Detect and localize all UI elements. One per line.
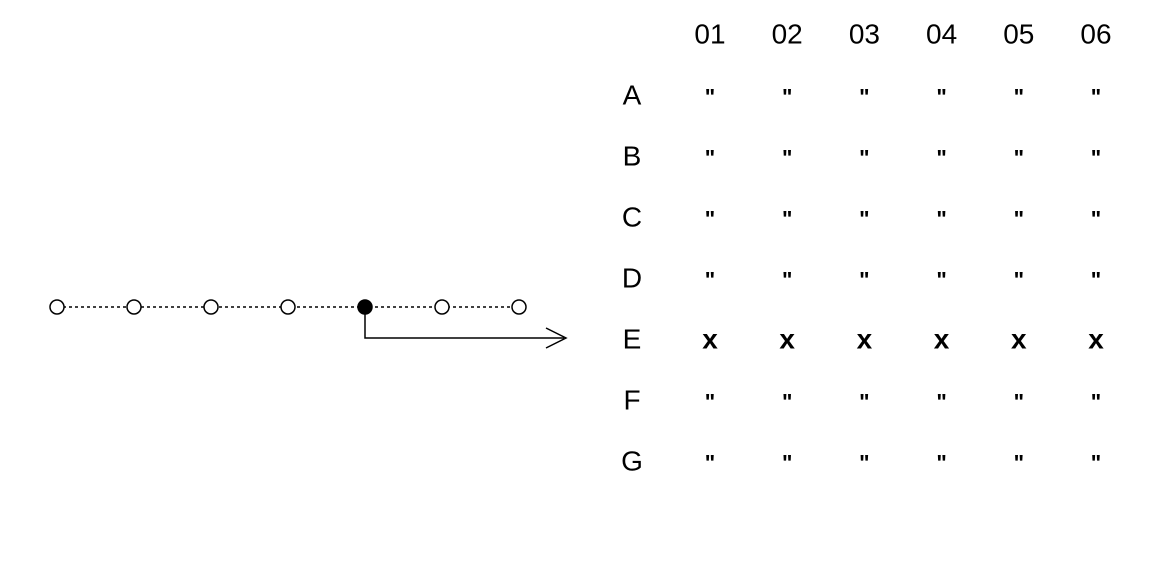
row-label: B: [623, 141, 642, 172]
cell-ditto: ": [936, 85, 946, 110]
cell-ditto: ": [782, 85, 792, 110]
cell-ditto: ": [1091, 390, 1101, 415]
cell-ditto: ": [782, 207, 792, 232]
row-label: E: [623, 324, 642, 355]
cell-mark: x: [934, 324, 950, 355]
cell-ditto: ": [859, 207, 869, 232]
cell-ditto: ": [705, 207, 715, 232]
cell-ditto: ": [859, 390, 869, 415]
timeline-node[interactable]: [434, 299, 450, 315]
selection-arrow-line: [364, 307, 564, 339]
cell-ditto: ": [1091, 85, 1101, 110]
cell-ditto: ": [859, 268, 869, 293]
timeline: [49, 299, 568, 349]
column-header: 04: [926, 19, 957, 50]
cell-ditto: ": [1014, 268, 1024, 293]
row-label: D: [622, 263, 642, 294]
cell-ditto: ": [936, 268, 946, 293]
timeline-node[interactable]: [203, 299, 219, 315]
row-label: A: [623, 80, 642, 111]
cell-ditto: ": [705, 451, 715, 476]
cell-ditto: ": [859, 451, 869, 476]
cell-ditto: ": [705, 390, 715, 415]
cell-ditto: ": [859, 85, 869, 110]
timeline-node-selected[interactable]: [357, 299, 373, 315]
cell-ditto: ": [1014, 390, 1024, 415]
cell-ditto: ": [782, 268, 792, 293]
cell-ditto: ": [936, 146, 946, 171]
cell-ditto: ": [1014, 451, 1024, 476]
cell-ditto: ": [1014, 146, 1024, 171]
arrow-head: [545, 327, 568, 349]
cell-ditto: ": [782, 146, 792, 171]
cell-ditto: ": [1091, 451, 1101, 476]
timeline-node[interactable]: [280, 299, 296, 315]
timeline-node[interactable]: [511, 299, 527, 315]
cell-mark: x: [1011, 324, 1027, 355]
grid-table: 01 02 03 04 05 06A " " " " " " B " " " " " " C " " " " " " D " " " " " "…: [621, 19, 1111, 477]
row-label: C: [622, 202, 642, 233]
cell-ditto: ": [1014, 85, 1024, 110]
timeline-node[interactable]: [126, 299, 142, 315]
cell-mark: x: [779, 324, 795, 355]
column-header: 01: [694, 19, 725, 50]
cell-ditto: ": [705, 268, 715, 293]
cell-ditto: ": [782, 451, 792, 476]
timeline-node[interactable]: [49, 299, 65, 315]
cell-mark: x: [1088, 324, 1104, 355]
cell-ditto: ": [936, 207, 946, 232]
cell-ditto: ": [936, 390, 946, 415]
column-header: 02: [772, 19, 803, 50]
cell-ditto: ": [1014, 207, 1024, 232]
row-label: G: [621, 446, 643, 477]
cell-ditto: ": [936, 451, 946, 476]
cell-ditto: ": [705, 146, 715, 171]
column-header: 05: [1003, 19, 1034, 50]
cell-ditto: ": [859, 146, 869, 171]
cell-ditto: ": [1091, 146, 1101, 171]
cell-ditto: ": [1091, 207, 1101, 232]
cell-mark: x: [702, 324, 718, 355]
cell-mark: x: [857, 324, 873, 355]
cell-ditto: ": [1091, 268, 1101, 293]
column-header: 06: [1080, 19, 1111, 50]
column-header: 03: [849, 19, 880, 50]
row-label: F: [623, 385, 640, 416]
cell-ditto: ": [705, 85, 715, 110]
cell-ditto: ": [782, 390, 792, 415]
